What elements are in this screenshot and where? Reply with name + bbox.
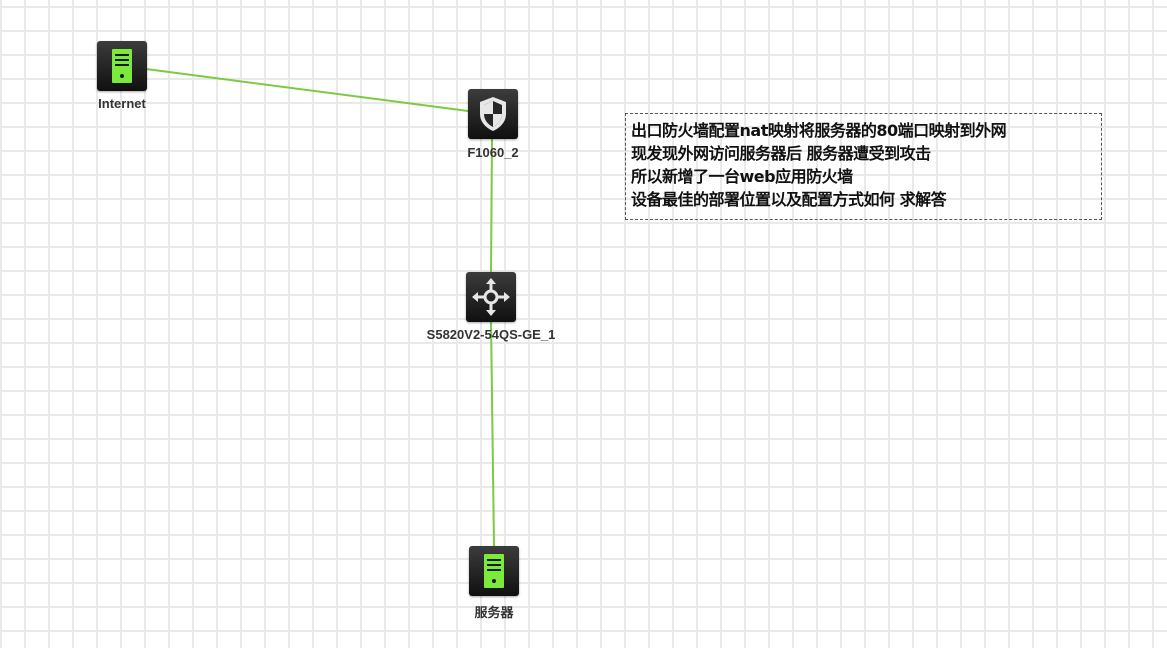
link-internet-firewall[interactable] — [145, 68, 469, 112]
switch-label: S5820V2-54QS-GE_1 — [426, 327, 556, 342]
server-icon — [112, 49, 132, 83]
internet-node[interactable] — [97, 41, 147, 91]
firewall-node[interactable] — [468, 89, 518, 139]
server-node[interactable] — [469, 546, 519, 596]
note-line: 设备最佳的部署位置以及配置方式如何 求解答 — [631, 190, 947, 209]
note-line: 现发现外网访问服务器后 服务器遭受到攻击 — [631, 144, 931, 163]
internet-label: Internet — [98, 96, 146, 111]
firewall-shield-icon — [480, 97, 506, 131]
note-box[interactable]: 出口防火墙配置nat映射将服务器的80端口映射到外网 现发现外网访问服务器后 服… — [625, 113, 1102, 220]
note-line: 所以新增了一台web应用防火墙 — [631, 167, 853, 186]
switch-node[interactable] — [466, 272, 516, 322]
link-switch-server[interactable] — [490, 321, 495, 547]
server-label: 服务器 — [474, 605, 514, 620]
note-line: 出口防火墙配置nat映射将服务器的80端口映射到外网 — [631, 121, 1007, 140]
server-icon — [484, 554, 504, 588]
link-firewall-switch[interactable] — [490, 137, 493, 273]
firewall-label: F1060_2 — [467, 145, 519, 160]
switch-arrows-icon — [472, 278, 510, 316]
